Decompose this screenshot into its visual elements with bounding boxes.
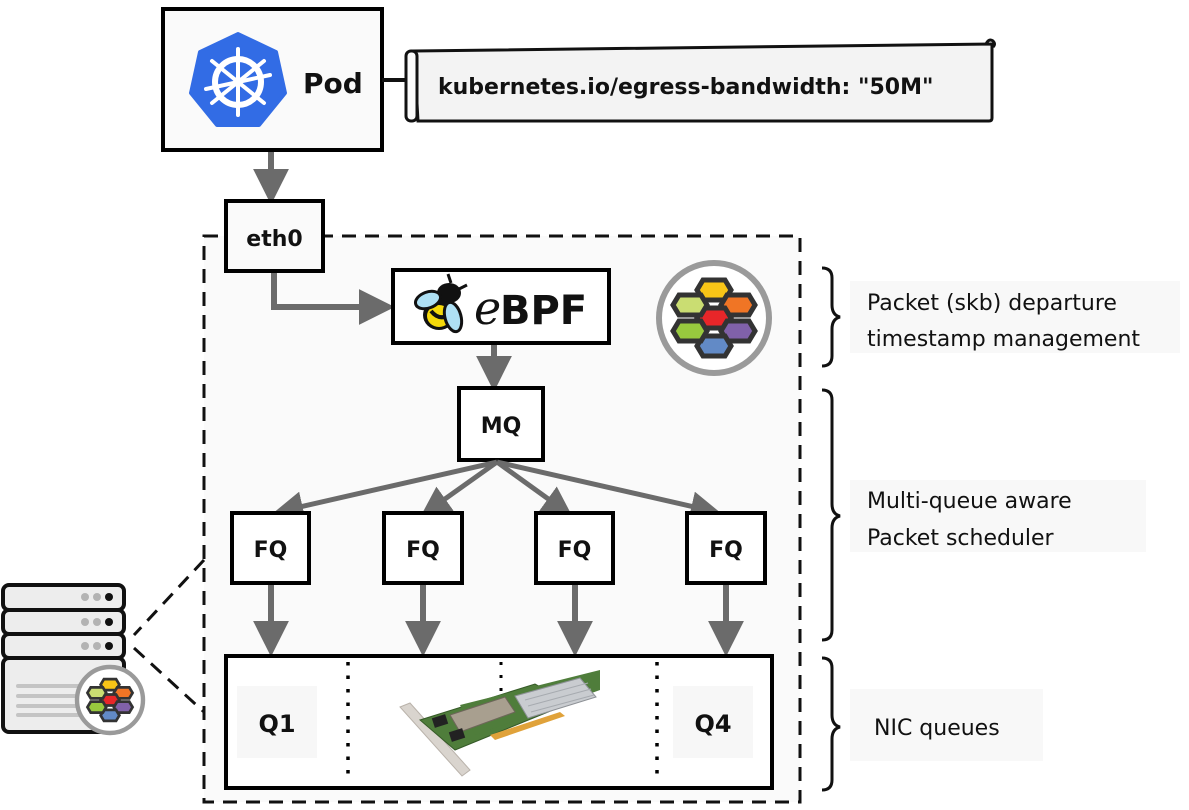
arrow-mq-fq1 [273, 459, 498, 521]
brace-timestamp [821, 266, 841, 368]
q1-cell [237, 686, 317, 758]
queue-label-q1: Q1 [258, 710, 295, 738]
side-label-line: Packet scheduler [867, 526, 1055, 551]
q4-cell [673, 686, 753, 758]
arrow-mq-fq4 [496, 459, 721, 521]
cilium-logo [656, 260, 772, 376]
side-label-line: Multi-queue aware [867, 489, 1072, 514]
nic-card-image [399, 670, 600, 777]
fq-box-2[interactable]: FQ [382, 511, 464, 585]
brace-scheduler [821, 388, 841, 642]
ebpf-bee-icon [413, 273, 468, 334]
pod-box[interactable]: Pod [161, 7, 384, 152]
arrow-mq-fq2 [420, 459, 499, 517]
fq-label: FQ [406, 538, 440, 563]
arrow-eth0-ebpf [271, 273, 395, 325]
side-label-nic: NIC queues [850, 689, 1043, 761]
zoom-line-bottom [132, 646, 206, 714]
bandwidth-annotation: kubernetes.io/egress-bandwidth: "50M" [438, 75, 933, 100]
cilium-logo-small [74, 664, 146, 736]
eth0-box[interactable]: eth0 [224, 199, 325, 273]
arrow-mq-fq3 [495, 459, 573, 517]
side-label-line: Packet (skb) departure [867, 291, 1117, 316]
server-rack-icon [1, 583, 126, 734]
side-label-scheduler: Multi-queue aware Packet scheduler [850, 480, 1146, 552]
fq-box-3[interactable]: FQ [534, 511, 615, 585]
fq-label: FQ [254, 538, 288, 563]
ebpf-logo-e: e [474, 281, 501, 335]
side-label-line: NIC queues [874, 716, 1000, 741]
mq-box[interactable]: MQ [457, 386, 545, 462]
queue-label-q4: Q4 [694, 710, 731, 738]
ebpf-logo-bpf: BPF [500, 288, 587, 334]
mq-label: MQ [481, 414, 522, 439]
host-region-border [202, 234, 802, 804]
pod-label: Pod [303, 67, 363, 100]
side-label-line: timestamp management [867, 327, 1140, 352]
ebpf-box[interactable]: e BPF [391, 268, 611, 345]
kubernetes-helm-icon [189, 32, 287, 127]
fq-label: FQ [709, 538, 743, 563]
fq-box-1[interactable]: FQ [230, 511, 311, 585]
fq-box-4[interactable]: FQ [685, 511, 767, 585]
fq-label: FQ [558, 538, 592, 563]
nic-box[interactable]: Q1 Q4 [224, 654, 774, 790]
side-label-timestamp: Packet (skb) departure timestamp managem… [850, 281, 1180, 353]
fq-nic-arrows [253, 585, 744, 657]
eth0-label: eth0 [246, 227, 302, 252]
brace-nic [821, 656, 841, 792]
mq-fanout-arrows [273, 459, 721, 521]
annotation-scroll: kubernetes.io/egress-bandwidth: "50M" [404, 38, 996, 123]
zoom-line-top [132, 558, 206, 637]
